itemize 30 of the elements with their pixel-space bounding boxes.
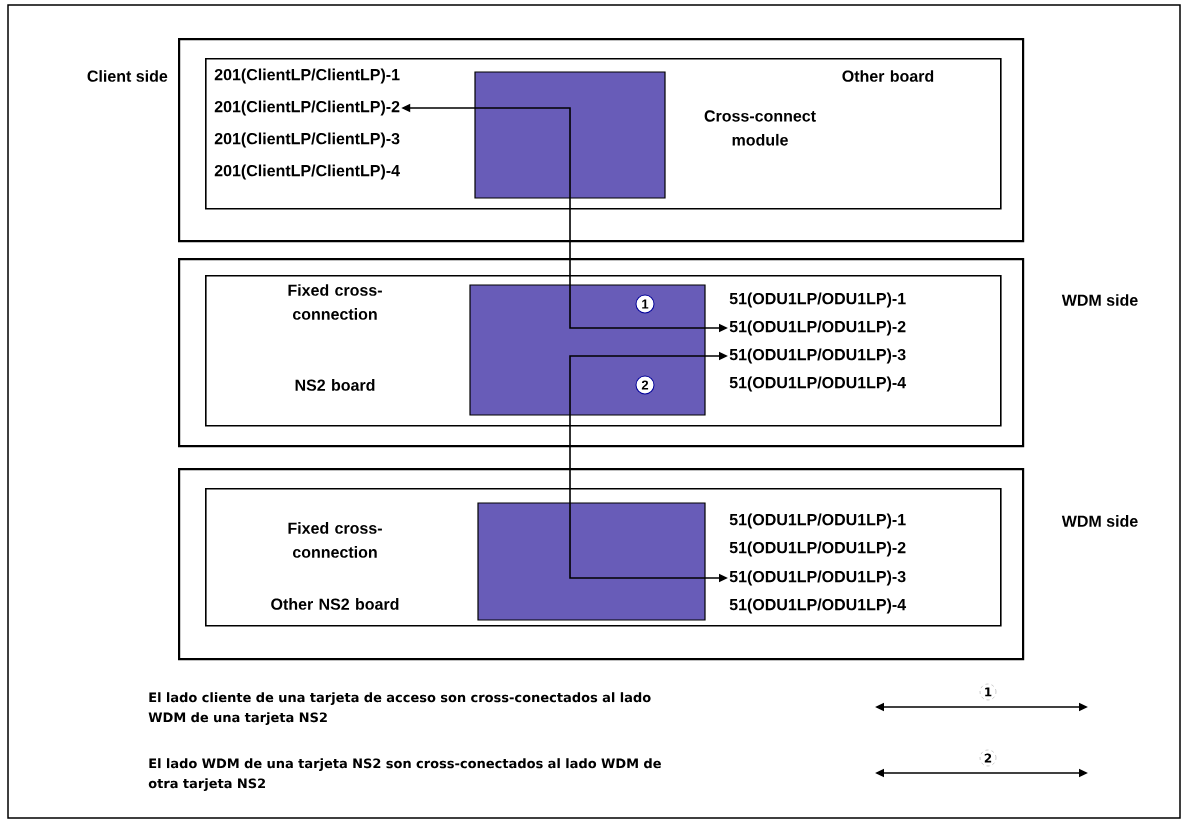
board-drawing: [205, 275, 1002, 427]
port-label: 201(ClientLP/ClientLP)-4: [214, 164, 400, 180]
port-label: 201(ClientLP/ClientLP)-2: [214, 100, 400, 116]
board-label: Other board: [842, 70, 934, 82]
board-label: Fixed cross-connection: [288, 284, 382, 320]
board-label: NS2 board: [295, 379, 375, 391]
port-label: 201(ClientLP/ClientLP)-3: [214, 132, 400, 148]
port-label: 51(ODU1LP/ODU1LP)-2: [729, 541, 906, 557]
edge-label: 1: [635, 294, 655, 314]
legend-text: El lado cliente de una tarjeta de acceso son cross-conectados al lado WDM de una tarjeta NS2: [148, 692, 651, 725]
port-label: 51(ODU1LP/ODU1LP)-4: [729, 376, 907, 392]
side-label: Client side: [87, 70, 168, 82]
edge-label: 2: [635, 375, 655, 395]
board-drawing: [205, 488, 1002, 627]
port-label: 201(ClientLP/ClientLP)-1: [214, 68, 400, 84]
port-label: 51(ODU1LP/ODU1LP)-2: [729, 320, 906, 336]
callout-number: 2: [979, 749, 997, 767]
board-label: Cross-connect module: [704, 110, 816, 146]
board-label: Other NS2 board: [271, 598, 399, 610]
port-label: 51(ODU1LP/ODU1LP)-3: [729, 570, 906, 586]
board-drawing: [205, 58, 1002, 210]
port-label: 51(ODU1LP/ODU1LP)-4: [729, 598, 907, 614]
port-label: 51(ODU1LP/ODU1LP)-1: [729, 292, 906, 308]
port-label: 51(ODU1LP/ODU1LP)-1: [729, 513, 906, 529]
legend-text: El lado WDM de una tarjeta NS2 son cross-conectados al lado WDM de otra tarjeta NS2: [148, 758, 661, 791]
board-label: Fixed cross-connection: [288, 522, 382, 558]
side-label: WDM side: [1061, 294, 1138, 306]
callout-number: 1: [979, 683, 997, 701]
side-label: WDM side: [1061, 515, 1138, 527]
port-label: 51(ODU1LP/ODU1LP)-3: [729, 348, 906, 364]
